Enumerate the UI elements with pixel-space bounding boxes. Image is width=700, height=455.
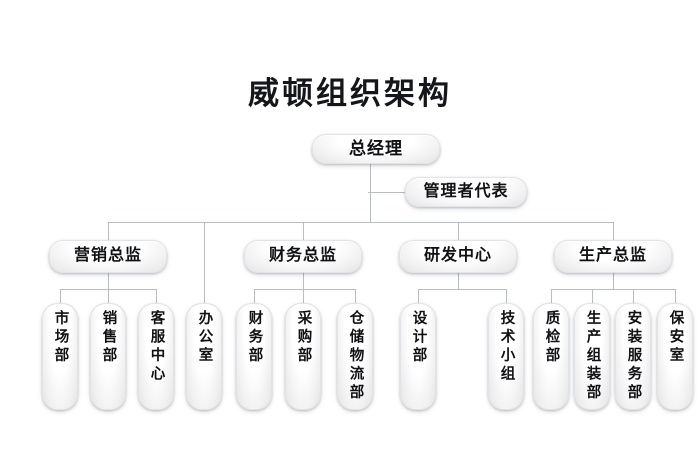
node-production-director[interactable]: 生产总监 xyxy=(554,240,672,273)
node-finance-director[interactable]: 财务总监 xyxy=(244,240,362,273)
connector-bus-to-rd-center xyxy=(458,222,459,241)
node-warehouse-logistics-department[interactable]: 仓储物流部 xyxy=(337,303,373,410)
connector-bus-to-marketing-director xyxy=(108,222,109,241)
node-office[interactable]: 办公室 xyxy=(186,303,222,410)
node-label: 总经理 xyxy=(349,138,403,158)
connector-production-bus xyxy=(551,289,675,290)
node-label: 财务部 xyxy=(246,310,263,366)
node-label: 仓储物流部 xyxy=(347,310,364,403)
connector-marketing-to-sales xyxy=(108,289,109,303)
connector-rd-bus xyxy=(418,289,506,290)
node-label: 安装服务部 xyxy=(625,310,642,403)
node-label: 客服中心 xyxy=(148,310,165,384)
node-technical-team[interactable]: 技术小组 xyxy=(488,303,524,410)
node-production-assembly-department[interactable]: 生产组装部 xyxy=(574,303,610,410)
connector-finance-bus xyxy=(254,289,355,290)
node-quality-control-department[interactable]: 质检部 xyxy=(533,303,569,410)
node-label: 设计部 xyxy=(410,310,427,366)
node-label: 保安室 xyxy=(667,310,684,366)
node-label: 财务总监 xyxy=(268,247,337,265)
connector-marketing-to-customer-service xyxy=(156,289,157,303)
connector-rd-to-design xyxy=(418,289,419,303)
node-purchasing-department[interactable]: 采购部 xyxy=(285,303,321,410)
node-finance-department[interactable]: 财务部 xyxy=(236,303,272,410)
connector-rd-to-tech-team xyxy=(506,289,507,303)
node-label: 技术小组 xyxy=(498,310,515,384)
node-label: 办公室 xyxy=(196,310,213,366)
connector-marketing-stem xyxy=(108,273,109,290)
connector-gm-stem xyxy=(370,164,371,193)
node-installation-service-department[interactable]: 安装服务部 xyxy=(615,303,651,410)
connector-production-stem xyxy=(613,273,614,290)
connector-gm-to-mgmt-rep xyxy=(368,192,408,193)
node-design-department[interactable]: 设计部 xyxy=(400,303,436,410)
connector-finance-to-purchasing xyxy=(303,289,304,303)
node-label: 质检部 xyxy=(543,310,560,366)
connector-rd-stem xyxy=(458,273,459,290)
connector-bus-to-finance-director xyxy=(303,222,304,241)
node-sales-department[interactable]: 销售部 xyxy=(90,303,126,410)
connector-bus-to-office xyxy=(204,222,205,303)
connector-bus-to-production-director xyxy=(613,222,614,241)
node-label: 生产总监 xyxy=(578,247,647,265)
node-label: 营销总监 xyxy=(73,247,142,265)
node-management-representative[interactable]: 管理者代表 xyxy=(405,177,527,207)
node-market-department[interactable]: 市场部 xyxy=(42,303,78,410)
node-general-manager[interactable]: 总经理 xyxy=(312,134,440,164)
node-label: 管理者代表 xyxy=(423,182,509,200)
connector-finance-stem xyxy=(303,273,304,290)
connector-marketing-to-market-dept xyxy=(60,289,61,303)
connector-production-to-install xyxy=(633,289,634,303)
connector-main-bus xyxy=(108,222,614,223)
node-rd-center[interactable]: 研发中心 xyxy=(399,240,517,273)
connector-production-to-assembly xyxy=(592,289,593,303)
node-security-office[interactable]: 保安室 xyxy=(657,303,693,410)
node-label: 市场部 xyxy=(52,310,69,366)
node-label: 采购部 xyxy=(295,310,312,366)
page-title: 威顿组织架构 xyxy=(248,76,452,111)
node-marketing-director[interactable]: 营销总监 xyxy=(49,240,167,273)
node-customer-service-center[interactable]: 客服中心 xyxy=(138,303,174,410)
connector-production-to-qc xyxy=(551,289,552,303)
connector-gm-to-bus xyxy=(370,192,371,223)
connector-finance-to-finance-dept xyxy=(254,289,255,303)
connector-production-to-security xyxy=(675,289,676,303)
node-label: 研发中心 xyxy=(423,247,492,265)
node-label: 生产组装部 xyxy=(584,310,601,403)
connector-finance-to-warehouse xyxy=(355,289,356,303)
node-label: 销售部 xyxy=(100,310,117,366)
